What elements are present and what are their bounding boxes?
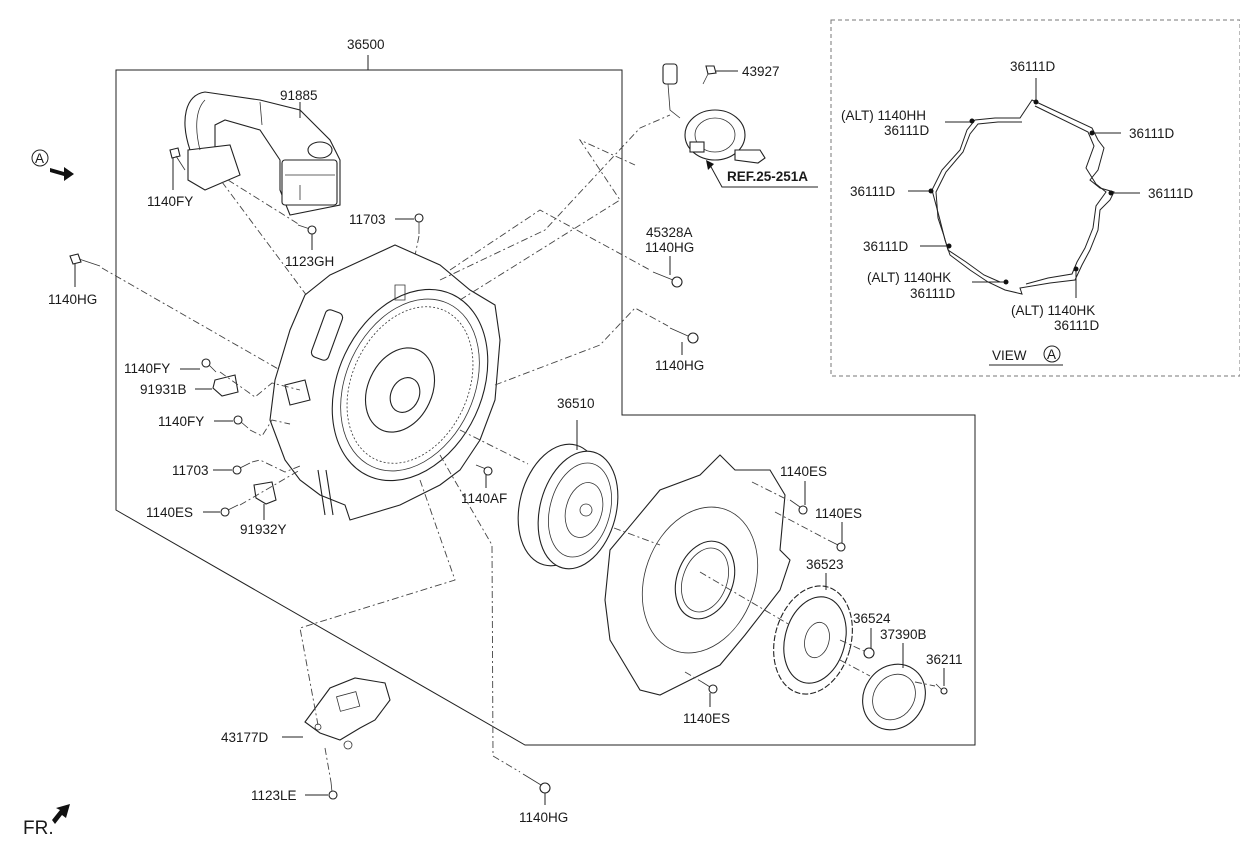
callout-1140FY-b: 1140FY — [124, 361, 170, 376]
bolt-1123LE — [328, 781, 338, 800]
view-a-callout-top: 36111D — [1010, 59, 1056, 105]
view-a-callout-alt-1140HH: (ALT) 1140HH 36111D — [841, 108, 975, 138]
svg-text:36111D: 36111D — [884, 123, 930, 138]
bolt-1140ES-b — [789, 499, 808, 515]
svg-text:(ALT) 1140HH: (ALT) 1140HH — [841, 108, 926, 123]
svg-text:36111D: 36111D — [1010, 59, 1056, 74]
callout-36500: 36500 — [347, 37, 385, 52]
bolt-1123GH — [297, 224, 317, 235]
bolt-36524 — [863, 647, 875, 659]
svg-text:FR.: FR. — [23, 818, 54, 839]
front-indicator: FR. — [23, 804, 70, 839]
callout-1140ES-c: 1140ES — [815, 506, 862, 521]
bolt-1140FY-a — [169, 147, 186, 171]
svg-text:A: A — [35, 151, 44, 166]
part-37390B-plate — [862, 663, 926, 731]
callout-36211: 36211 — [926, 652, 963, 667]
svg-text:36111D: 36111D — [863, 239, 909, 254]
callout-1123LE: 1123LE — [251, 788, 297, 803]
callout-1140AF: 1140AF — [461, 491, 507, 506]
callout-ref-25-251a[interactable]: REF.25-251A — [727, 169, 808, 184]
callout-1140ES-b: 1140ES — [780, 464, 827, 479]
svg-text:36111D: 36111D — [910, 286, 956, 301]
part-43177D-mount — [304, 677, 391, 750]
part-cover-plate — [604, 454, 791, 696]
view-a-marker-left: A — [31, 149, 74, 181]
callout-43177D: 43177D — [221, 730, 269, 745]
svg-text:36111D: 36111D — [850, 184, 896, 199]
svg-text:(ALT) 1140HK: (ALT) 1140HK — [1011, 303, 1095, 318]
callout-91931B: 91931B — [140, 382, 187, 397]
callout-1140HG-c: 1140HG — [655, 358, 704, 373]
bolt-1140ES-a — [220, 504, 239, 517]
part-36523-sprocket — [773, 585, 853, 695]
bolt-1140HG-a — [69, 253, 101, 267]
view-a-callout-upper-right: 36111D — [1089, 126, 1175, 141]
front-arrow-icon — [52, 804, 70, 824]
bolt-1140HG-b — [652, 271, 683, 288]
view-a-callout-lower-left: 36111D — [863, 239, 952, 254]
bracket-91931B — [212, 374, 239, 397]
svg-text:36111D: 36111D — [1129, 126, 1175, 141]
view-a-gasket — [931, 99, 1115, 295]
assembly-frame — [115, 69, 976, 746]
svg-text:(ALT) 1140HK: (ALT) 1140HK — [867, 270, 951, 285]
callout-45328A: 45328A — [646, 225, 693, 240]
part-36510-rotor — [517, 443, 619, 570]
bolt-1140ES-d — [701, 681, 718, 694]
callout-1140HG-b: 1140HG — [645, 240, 694, 255]
bolt-11703-a — [414, 213, 424, 234]
callout-43927: 43927 — [742, 64, 780, 79]
bolt-36211 — [935, 683, 948, 695]
callout-1140FY-a: 1140FY — [147, 194, 193, 209]
part-91885-hose — [184, 91, 341, 216]
callout-1140ES-a: 1140ES — [146, 505, 193, 520]
callout-1140FY-c: 1140FY — [158, 414, 204, 429]
bolt-1140FY-b — [201, 358, 217, 373]
callout-91932Y: 91932Y — [240, 522, 287, 537]
callout-11703-a: 11703 — [349, 212, 386, 227]
svg-text:36111D: 36111D — [1148, 186, 1194, 201]
callout-36523: 36523 — [806, 557, 844, 572]
callout-36524: 36524 — [853, 611, 891, 626]
view-direction-arrow-icon — [50, 167, 74, 181]
svg-text:VIEW: VIEW — [992, 348, 1027, 363]
bracket-91932Y — [253, 481, 277, 505]
callout-11703-b: 11703 — [172, 463, 209, 478]
view-a-callout-alt-1140HK-right: (ALT) 1140HK 36111D — [1011, 266, 1100, 333]
part-motor-housing — [269, 244, 501, 521]
callout-37390B: 37390B — [880, 627, 927, 642]
part-ref-actuator — [662, 63, 766, 164]
callout-1123GH: 1123GH — [285, 254, 334, 269]
bolt-1140ES-c — [827, 539, 846, 552]
bolt-1140FY-c — [233, 415, 249, 429]
bolt-11703-b — [232, 462, 251, 475]
callout-1140HG-a: 1140HG — [48, 292, 97, 307]
svg-text:A: A — [1047, 347, 1056, 362]
view-a-callout-left: 36111D — [850, 184, 934, 199]
bolt-43927 — [702, 65, 717, 85]
bolt-1140HG-d — [522, 773, 551, 794]
bolt-1140AF — [475, 464, 493, 476]
callout-1140HG-d: 1140HG — [519, 810, 568, 825]
view-a-title: VIEW A — [989, 345, 1063, 366]
callout-1140ES-d: 1140ES — [683, 711, 730, 726]
svg-text:36111D: 36111D — [1054, 318, 1100, 333]
view-a-box — [830, 19, 1240, 377]
view-a-callout-right: 36111D — [1108, 186, 1194, 201]
callout-36510: 36510 — [557, 396, 595, 411]
view-a-callout-alt-1140HK-left: (ALT) 1140HK 36111D — [867, 270, 1009, 301]
bolt-1140HG-c — [669, 327, 699, 344]
callout-91885: 91885 — [280, 88, 318, 103]
